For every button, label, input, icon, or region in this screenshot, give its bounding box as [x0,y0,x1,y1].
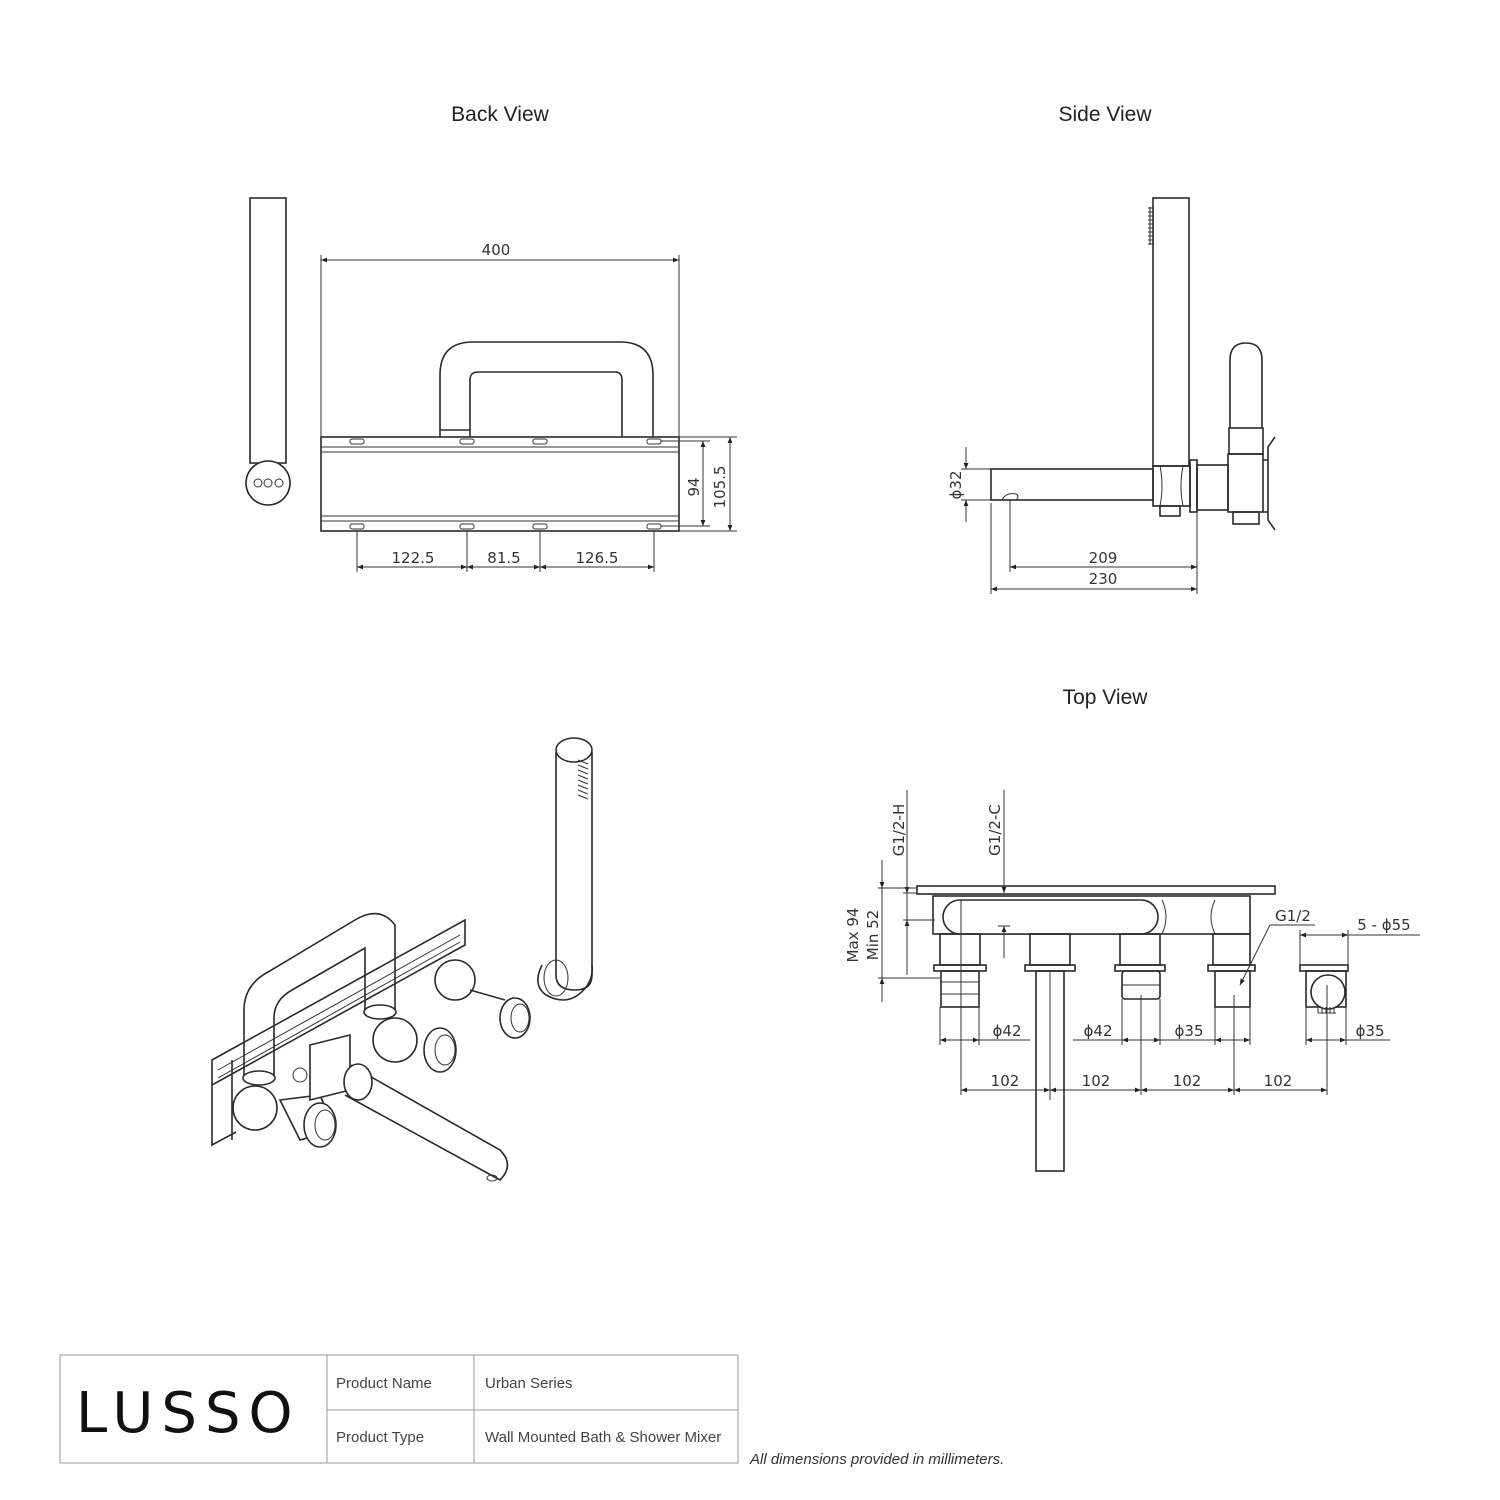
mixer-body-side [1152,342,1276,531]
shower-outlet [1299,964,1349,1014]
product-name-label: Product Name [336,1375,432,1392]
top-view: Top View [844,686,1420,1172]
product-name-value: Urban Series [485,1375,573,1392]
dim-cold-inlet: G1/2-C [986,804,1004,856]
dim-max: Max 94 [844,908,862,963]
product-type-label: Product Type [336,1429,424,1446]
dim-diameter-3: ϕ35 [1175,1022,1204,1040]
handset-side [1148,197,1190,467]
dim-diameter-2: ϕ42 [1084,1022,1113,1040]
dim-outer-height: 105.5 [711,466,729,509]
dim-centre-3: 102 [1173,1072,1202,1090]
handset-iso [537,737,594,1001]
product-type-value: Wall Mounted Bath & Shower Mixer [485,1429,721,1446]
dim-plate-diameter: 5 - ϕ55 [1357,916,1410,934]
top-view-title: Top View [1063,686,1149,709]
side-view: Side View [947,103,1276,594]
dim-projection-total: 230 [1089,570,1118,588]
u-pipe-iso [243,912,396,1075]
side-view-title: Side View [1058,103,1152,126]
dim-diameter-1: ϕ42 [993,1022,1022,1040]
back-view-title: Back View [451,103,549,126]
dimensions-note: All dimensions provided in millimeters. [749,1451,1004,1468]
valves-iso [232,959,531,1148]
u-pipe [439,341,654,437]
stem-cold [1114,933,1166,1000]
dim-outlet-thread: G1/2 [1275,907,1311,925]
dim-spacing-3: 126.5 [576,549,619,567]
dim-inner-height: 94 [685,477,703,496]
back-view: Back View [245,103,737,572]
dim-projection-outlet: 209 [1089,549,1118,567]
spout-iso [292,1033,509,1182]
brand-logo: LUSSO [76,1381,301,1446]
dim-centre-1: 102 [991,1072,1020,1090]
plate-iso [211,918,466,1147]
stem-hot [933,933,987,1008]
isometric-view [211,737,594,1182]
top-body [942,899,1159,935]
dim-centre-4: 102 [1264,1072,1293,1090]
dim-spout-diameter: ϕ32 [947,471,965,500]
stem-diverter [1207,933,1256,1008]
mounting-plate [320,436,680,532]
stem-spout [1024,933,1076,1172]
top-plate [916,885,1276,895]
dim-centre-2: 102 [1082,1072,1111,1090]
handset-end-view [245,197,291,506]
spout-side [990,468,1154,501]
dim-min: Min 52 [864,910,882,960]
dim-spacing-2: 81.5 [487,549,520,567]
dim-width: 400 [482,241,511,259]
dim-diameter-4: ϕ35 [1356,1022,1385,1040]
dim-hot-inlet: G1/2-H [890,804,908,856]
title-block: LUSSO Product Name Urban Series Product … [59,1354,739,1464]
dim-spacing-1: 122.5 [392,549,435,567]
